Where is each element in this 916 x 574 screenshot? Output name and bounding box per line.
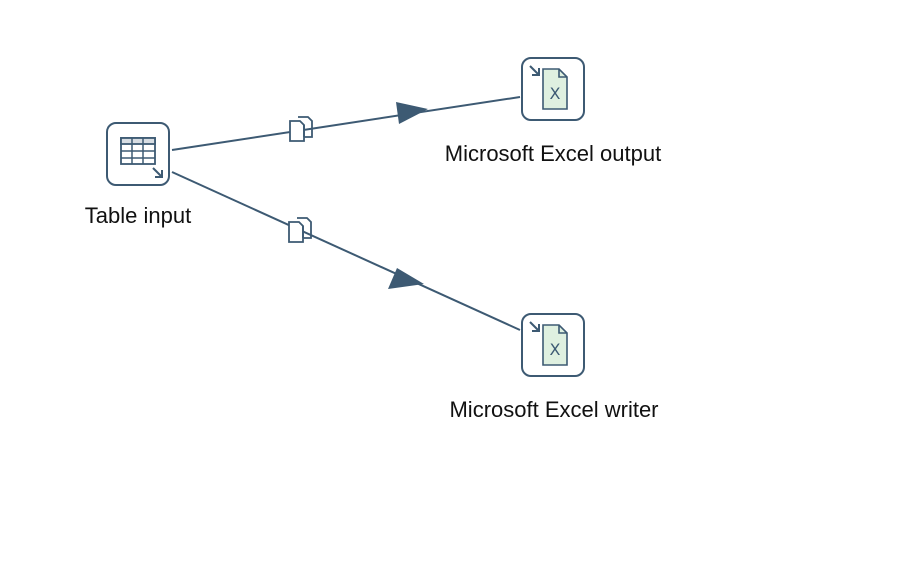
step-table-input[interactable] xyxy=(106,122,170,186)
svg-text:X: X xyxy=(550,84,561,103)
hop-arrowhead xyxy=(388,268,424,289)
svg-text:X: X xyxy=(550,340,561,359)
step-excel-output[interactable]: X xyxy=(521,57,585,121)
copy-rows-icon xyxy=(288,217,312,243)
step-label-excel-output: Microsoft Excel output xyxy=(444,141,662,166)
hop-table-input-to-excel-writer[interactable] xyxy=(171,171,521,331)
hop-table-input-to-excel-output[interactable] xyxy=(171,96,521,151)
excel-file-icon: X xyxy=(529,65,568,110)
step-label-table-input: Table input xyxy=(84,203,192,228)
copy-rows-icon xyxy=(289,116,313,142)
step-excel-writer[interactable]: X xyxy=(521,313,585,377)
table-input-icon xyxy=(120,137,163,178)
hop-arrowhead xyxy=(396,102,428,124)
step-label-excel-writer: Microsoft Excel writer xyxy=(449,397,659,422)
excel-file-icon: X xyxy=(529,321,568,366)
